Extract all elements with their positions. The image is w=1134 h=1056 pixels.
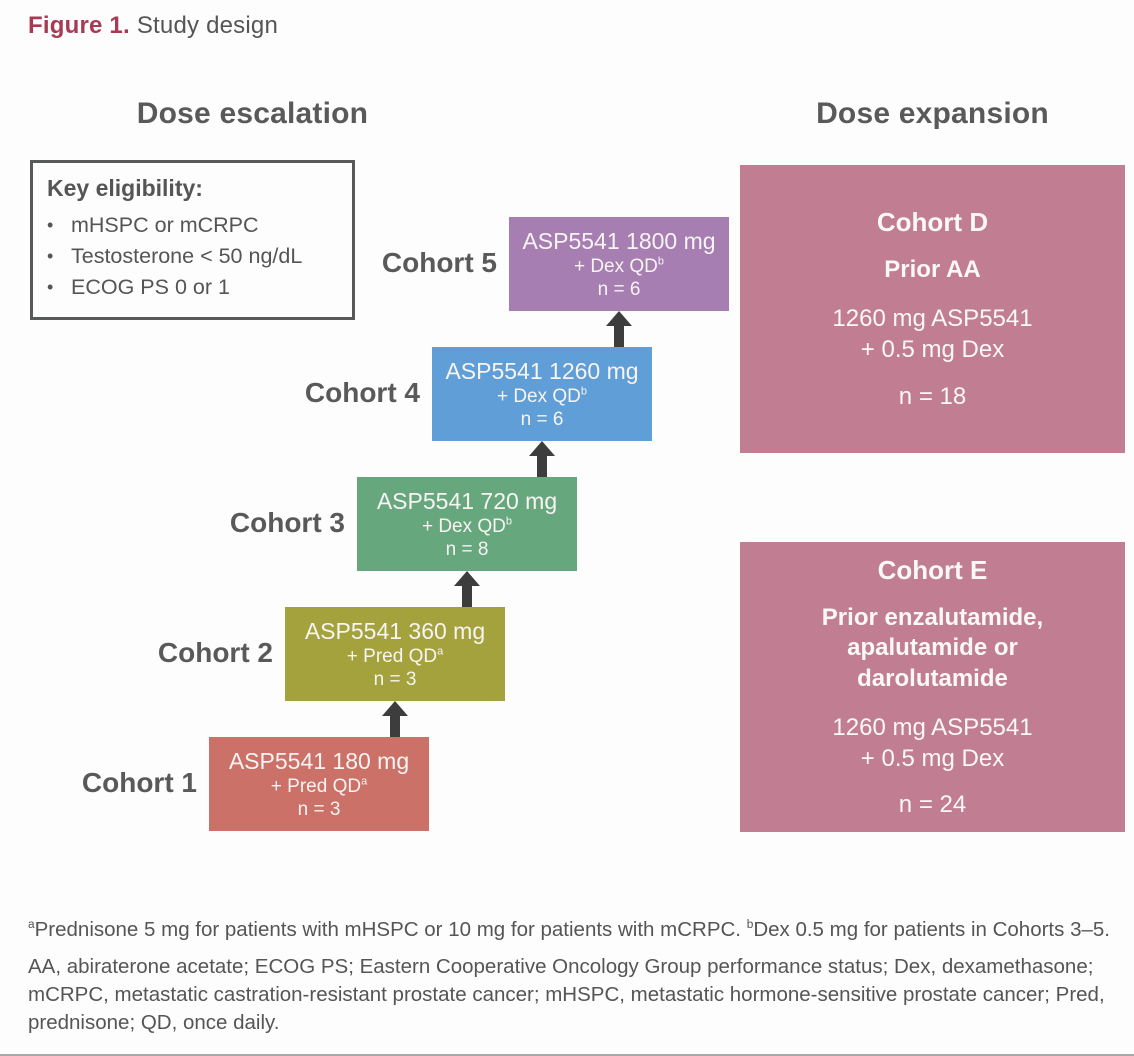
bullet-icon: • — [47, 246, 54, 267]
arrow-shaft — [390, 716, 400, 737]
footnote-dosing: aPrednisone 5 mg for patients with mHSPC… — [28, 916, 1110, 944]
cohort-d-title: Cohort D — [876, 207, 989, 238]
arrow-shaft — [462, 586, 472, 607]
up-arrow-icon — [382, 701, 408, 737]
cohort-e-n: n = 24 — [898, 791, 967, 819]
figure-title: Study design — [136, 12, 278, 39]
eligibility-item-text: mHSPC or mCRPC — [71, 213, 259, 237]
cohort-5-n: n = 6 — [597, 279, 641, 300]
cohort-1-box: ASP5541 180 mg + Pred QDa n = 3 — [209, 737, 429, 831]
footnote-marker: b — [580, 385, 588, 398]
eligibility-title: Key eligibility: — [47, 175, 203, 201]
cohort-2-box: ASP5541 360 mg + Pred QDa n = 3 — [285, 607, 505, 701]
cohort-e-dose: 1260 mg ASP5541 + 0.5 mg Dex — [832, 712, 1032, 774]
cohort-4-dose: ASP5541 1260 mg — [445, 358, 639, 384]
footnote-b-text: Dex 0.5 mg for patients in Cohorts 3–5. — [753, 918, 1110, 941]
footnote-marker: a — [361, 775, 368, 788]
cohort-e-title: Cohort E — [877, 554, 988, 585]
dose-line-1: 1260 mg ASP5541 — [832, 305, 1033, 333]
cohort-2-n: n = 3 — [373, 669, 417, 690]
cohort-3-dose: ASP5541 720 mg — [376, 488, 558, 514]
cohort-e-box: Cohort E Prior enzalutamide, apalutamide… — [740, 542, 1125, 832]
arrow-head — [382, 701, 408, 716]
dose-expansion-heading: Dose expansion — [816, 97, 1049, 130]
arrow-shaft — [614, 326, 624, 347]
eligibility-item: • ECOG PS 0 or 1 — [47, 272, 338, 303]
eligibility-item-text: ECOG PS 0 or 1 — [71, 275, 230, 300]
cohort-3-regimen: + Dex QDb — [422, 515, 512, 538]
footnote-abbreviations: AA, abiraterone acetate; ECOG PS; Easter… — [28, 955, 1105, 1035]
cohort-1-n: n = 3 — [297, 799, 341, 820]
cohort-1-regimen: + Pred QDa — [271, 775, 367, 798]
regimen-text: + Dex QD — [496, 386, 581, 407]
arrow-head — [529, 441, 555, 456]
bullet-icon: • — [47, 215, 54, 235]
cohort-4-label: Cohort 4 — [304, 377, 420, 408]
cohort-4-n: n = 6 — [520, 409, 564, 430]
cohort-3-label: Cohort 3 — [229, 507, 345, 538]
cohort-5-dose: ASP5541 1800 mg — [522, 228, 716, 254]
dose-line-1: 1260 mg ASP5541 — [832, 713, 1033, 741]
arrow-head — [606, 311, 632, 326]
cohort-2-label: Cohort 2 — [157, 637, 273, 668]
cohort-d-box: Cohort D Prior AA 1260 mg ASP5541 + 0.5 … — [740, 165, 1125, 453]
regimen-text: + Dex QD — [421, 516, 506, 537]
dose-line-2: + 0.5 mg Dex — [860, 336, 1005, 364]
cohort-4-regimen: + Dex QDb — [497, 385, 587, 408]
regimen-text: + Dex QD — [573, 256, 658, 277]
regimen-text: + Pred QD — [270, 776, 362, 797]
up-arrow-icon — [454, 571, 480, 607]
cohort-e-population: Prior enzalutamide, apalutamide or darol… — [821, 603, 1044, 693]
eligibility-item: • Testosterone < 50 ng/dL — [47, 241, 338, 272]
footnote-marker: b — [505, 515, 513, 528]
bullet-icon: • — [47, 277, 54, 298]
dose-escalation-heading: Dose escalation — [136, 97, 369, 130]
arrow-shaft — [537, 456, 547, 477]
cohort-5-regimen: + Dex QDb — [574, 255, 664, 278]
key-eligibility-box: Key eligibility: • mHSPC or mCRPC • Test… — [30, 160, 355, 320]
footnote-marker-a: a — [28, 917, 35, 932]
cohort-1-label: Cohort 1 — [81, 767, 197, 798]
footnote-marker: b — [657, 255, 665, 268]
cohort-d-population: Prior AA — [884, 256, 981, 284]
cohort-3-n: n = 8 — [445, 539, 489, 560]
footnote-marker: a — [437, 645, 444, 658]
dose-line-2: + 0.5 mg Dex — [860, 745, 1005, 773]
footnote-marker-b: b — [746, 917, 754, 932]
cohort-4-box: ASP5541 1260 mg + Dex QDb n = 6 — [432, 347, 652, 441]
figure-caption: Figure 1.Study design — [28, 12, 278, 40]
cohort-d-n: n = 18 — [898, 382, 967, 410]
eligibility-item: • mHSPC or mCRPC — [47, 210, 338, 241]
cohort-5-label: Cohort 5 — [381, 247, 497, 278]
eligibility-item-text: Testosterone < 50 ng/dL — [71, 244, 303, 269]
cohort-2-regimen: + Pred QDa — [347, 645, 443, 668]
up-arrow-icon — [606, 311, 632, 347]
arrow-head — [454, 571, 480, 586]
regimen-text: + Pred QD — [346, 646, 438, 667]
footnotes: aPrednisone 5 mg for patients with mHSPC… — [28, 916, 1110, 1037]
cohort-5-box: ASP5541 1800 mg + Dex QDb n = 6 — [509, 217, 729, 311]
cohort-2-dose: ASP5541 360 mg — [304, 618, 486, 644]
cohort-1-dose: ASP5541 180 mg — [228, 748, 410, 774]
figure-number-label: Figure 1. — [28, 12, 130, 39]
up-arrow-icon — [529, 441, 555, 477]
footnote-a-text: Prednisone 5 mg for patients with mHSPC … — [34, 918, 747, 941]
cohort-3-box: ASP5541 720 mg + Dex QDb n = 8 — [357, 477, 577, 571]
cohort-d-dose: 1260 mg ASP5541 + 0.5 mg Dex — [832, 303, 1032, 365]
